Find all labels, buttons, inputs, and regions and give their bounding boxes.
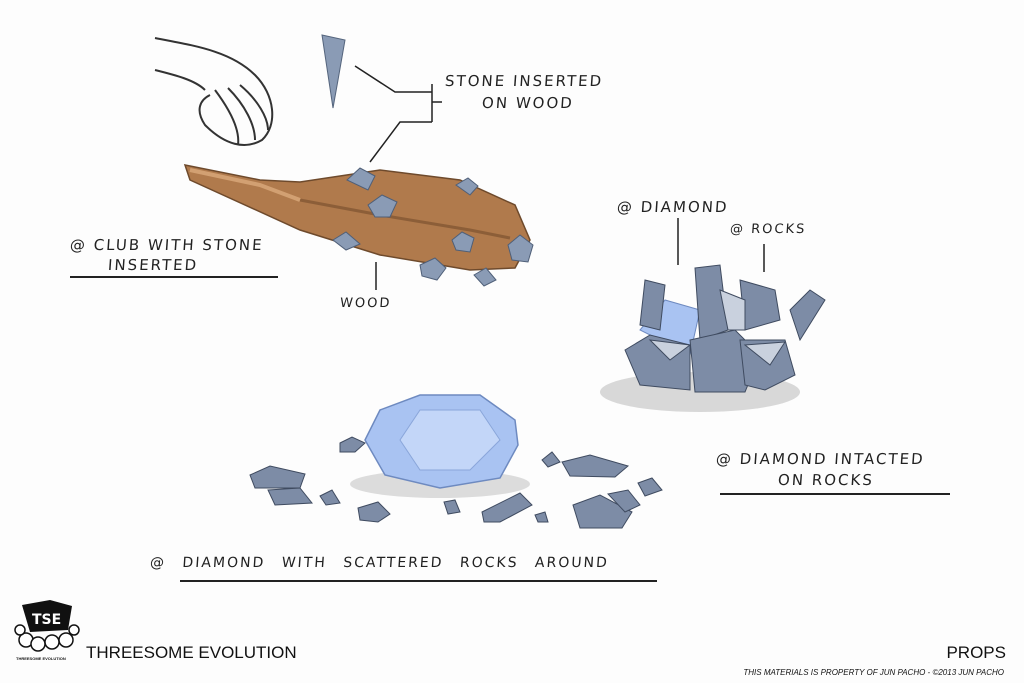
rocks-label: @ ROCKS [729, 222, 807, 237]
copyright-notice: THIS MATERIALS IS PROPERTY OF JUN PACHO … [743, 668, 1004, 677]
brand-title: THREESOME EVOLUTION [86, 643, 297, 662]
diamond-intact-label: @ DIAMOND INTACTED [715, 450, 926, 468]
club-label-2: INSERTED [107, 256, 199, 274]
scattered-label: @ DIAMOND WITH SCATTERED ROCKS AROUND [149, 555, 610, 571]
stone-inserted-label: STONE INSERTED [444, 72, 604, 90]
diamond-with-rocks [249, 394, 663, 529]
intact-underline [720, 493, 950, 495]
hand-sketch [154, 37, 274, 146]
club-label: @ CLUB WITH STONE [69, 236, 265, 254]
threesome-evolution-logo: TSE [14, 600, 80, 652]
diamond-label: @ DIAMOND [616, 198, 730, 216]
club-underline [70, 276, 278, 278]
leader-lines [354, 65, 765, 290]
logo-text: THREESOME EVOLUTION [16, 656, 66, 661]
wood-label: WOOD [339, 296, 392, 311]
stone-spike [321, 34, 346, 109]
svg-text:TSE: TSE [32, 612, 61, 628]
stone-inserted-label-2: ON WOOD [481, 94, 575, 112]
section-title: PROPS [946, 643, 1006, 662]
scattered-underline [180, 580, 657, 582]
club [183, 164, 534, 287]
diamond-intact-label-2: ON ROCKS [777, 471, 875, 489]
diamond-on-rocks [600, 264, 826, 412]
